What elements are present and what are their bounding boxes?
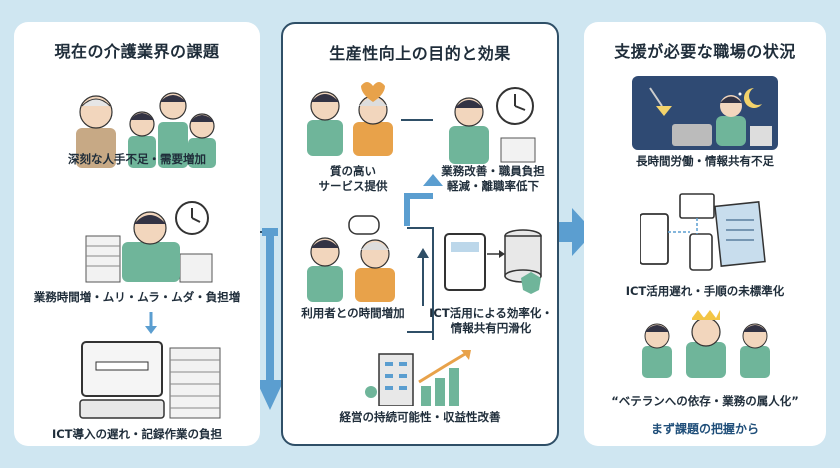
time-with-user-illustration [307,215,395,302]
situation-label-veteran: “ベテランへの依存・業務の属人化” [611,394,799,408]
ict-devices-illustration [640,193,766,271]
purpose-effects-title: 生産性向上の目的と効果 [329,44,511,63]
efficiency-illustration [449,87,536,164]
workplace-support-panel: 支援が必要な職場の状況 長時間労働・情報共有不足 ICT活用遅れ・手順の未標準化 [584,22,826,446]
effect-label-ict-line2: 情報共有円滑化 [450,321,532,335]
connector-arrow-shaft [262,228,278,380]
situation-label-overtime: 長時間労働・情報共有不足 [636,154,774,168]
current-issues-title: 現在の介護業界の課題 [54,42,220,61]
down-arrow-icon [145,312,157,334]
issue-label-workload: 業務時間増・ムリ・ムラ・ムダ・負担増 [33,290,241,304]
computer-paperwork-illustration [79,341,221,419]
effect-label-burden-line2: 軽減・離職率低下 [447,179,539,193]
workplace-support-title: 支援が必要な職場の状況 [614,42,796,61]
issue-label-staff-shortage: 深刻な人手不足・需要増加 [68,152,206,166]
business-growth-illustration [365,350,471,406]
effect-label-burden-line1: 業務改善・職員負担 [441,164,545,178]
effect-label-quality-line1: 質の高い [330,164,376,178]
quality-service-illustration [307,82,393,156]
footer-note: まず課題の把握から [650,422,759,436]
effect-label-ict: ICT活用による効率化・ 情報共有円滑化 [423,306,559,336]
veteran-dependency-illustration [642,310,770,378]
center-flow-lines [401,119,443,340]
ict-illustration [444,229,542,294]
staff-shortage-illustration [76,92,216,168]
effect-label-ict-line1: ICT活用による効率化・ [429,306,553,320]
effect-label-time: 利用者との時間増加 [301,306,405,320]
purpose-effects-panel: 生産性向上の目的と効果 質の高い サービス提供 業務改善・職員負担 軽減・離職率… [281,22,559,446]
issue-label-ict-delay: ICT導入の遅れ・記録作業の負担 [51,427,223,441]
effect-label-quality-line2: サービス提供 [318,179,388,193]
situation-label-ict-standardization: ICT活用遅れ・手順の未標準化 [625,284,785,298]
effect-label-burden: 業務改善・職員負担 軽減・離職率低下 [433,164,553,194]
current-issues-panel: 現在の介護業界の課題 深刻な人手不足・需要増加 業務時間増・ムリ・ムラ・ムダ・負… [14,22,260,446]
connector-arrow-head-down [256,380,284,410]
effect-label-quality: 質の高い サービス提供 [303,164,403,194]
effect-label-business: 経営の持続可能性・収益性改善 [339,410,501,424]
overtime-illustration [632,76,778,150]
overwork-illustration [85,201,213,283]
